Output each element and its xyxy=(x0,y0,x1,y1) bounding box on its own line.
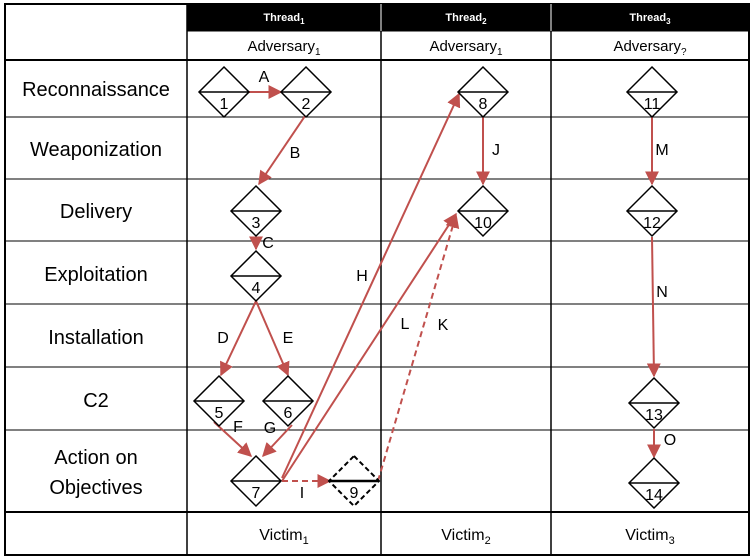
edge-label-f: F xyxy=(233,419,243,436)
thread-headers: Thread1 Thread2 Thread3 xyxy=(263,12,671,26)
phase-exploitation: Exploitation xyxy=(44,264,147,286)
edge-b xyxy=(258,115,306,186)
phase-weaponization: Weaponization xyxy=(30,139,162,161)
edge-label-l: L xyxy=(401,316,410,333)
edge-label-n: N xyxy=(656,284,668,301)
node-12: 12 xyxy=(625,184,679,238)
svg-text:6: 6 xyxy=(284,405,293,422)
svg-text:3: 3 xyxy=(252,215,261,232)
edge-label-o: O xyxy=(664,432,676,449)
phase-action-line1: Action on xyxy=(54,447,137,469)
svg-text:10: 10 xyxy=(474,215,492,232)
edge-label-a: A xyxy=(259,69,270,86)
edge-label-m: M xyxy=(655,142,668,159)
edge-label-d: D xyxy=(217,330,229,347)
victim-row: Victim1 Victim2 Victim3 xyxy=(259,527,674,547)
phase-action-line2: Objectives xyxy=(49,477,142,499)
table-grid xyxy=(4,3,750,556)
node-9: 9 xyxy=(327,454,381,508)
edges xyxy=(213,85,661,488)
edge-label-h: H xyxy=(356,268,368,285)
victim-1: Victim1 xyxy=(259,527,308,547)
edge-n xyxy=(646,236,661,378)
phase-installation: Installation xyxy=(48,327,144,349)
edge-label-j: J xyxy=(492,142,500,159)
svg-text:11: 11 xyxy=(644,96,661,113)
node-1: 1 xyxy=(197,65,251,119)
phase-delivery: Delivery xyxy=(60,201,132,223)
victim-3: Victim3 xyxy=(625,527,674,547)
thread-1-header: Thread1 xyxy=(263,12,305,26)
svg-text:2: 2 xyxy=(302,96,311,113)
adversary-row: Adversary1 Adversary1 Adversary? xyxy=(247,38,687,58)
edge-h xyxy=(281,92,461,479)
svg-text:5: 5 xyxy=(215,405,224,422)
edge-label-e: E xyxy=(283,330,294,347)
edge-labels: A B C D E F G H I J K L M N O xyxy=(217,69,676,502)
svg-text:7: 7 xyxy=(252,485,261,502)
adversary-1: Adversary1 xyxy=(247,38,321,58)
nodes: 1 2 3 4 5 6 7 xyxy=(192,65,681,510)
svg-text:13: 13 xyxy=(645,407,663,424)
edge-d xyxy=(220,300,257,377)
node-4: 4 xyxy=(229,249,283,303)
svg-text:1: 1 xyxy=(220,96,229,113)
node-2: 2 xyxy=(279,65,333,119)
edge-label-i: I xyxy=(300,485,304,502)
adversary-3: Adversary? xyxy=(613,38,687,58)
node-10: 10 xyxy=(456,184,510,238)
svg-text:14: 14 xyxy=(645,487,663,504)
adversary-2: Adversary1 xyxy=(429,38,503,58)
edge-l xyxy=(281,212,457,482)
thread-3-header: Thread3 xyxy=(629,12,671,26)
node-13: 13 xyxy=(627,376,681,430)
node-14: 14 xyxy=(627,456,681,510)
svg-text:9: 9 xyxy=(350,485,359,502)
node-8: 8 xyxy=(456,65,510,119)
node-5: 5 xyxy=(192,374,246,428)
edge-f xyxy=(213,421,253,457)
phase-c2: C2 xyxy=(83,390,109,412)
svg-text:8: 8 xyxy=(479,96,488,113)
thread-2-header: Thread2 xyxy=(445,12,487,26)
node-3: 3 xyxy=(229,184,283,238)
phase-labels: Reconnaissance Weaponization Delivery Ex… xyxy=(22,79,170,499)
edge-e xyxy=(255,300,290,377)
node-6: 6 xyxy=(261,374,315,428)
edge-label-c: C xyxy=(262,235,274,252)
phase-reconnaissance: Reconnaissance xyxy=(22,79,170,101)
edge-k xyxy=(377,213,460,482)
victim-2: Victim2 xyxy=(441,527,490,547)
svg-text:12: 12 xyxy=(643,215,661,232)
table-border xyxy=(4,3,750,556)
edge-g xyxy=(262,424,293,458)
edge-label-g: G xyxy=(264,420,276,437)
edge-label-b: B xyxy=(290,145,301,162)
svg-text:4: 4 xyxy=(252,280,261,297)
node-7: 7 xyxy=(229,454,283,508)
node-11: 11 xyxy=(625,65,679,119)
header-bar xyxy=(186,3,750,32)
edge-label-k: K xyxy=(438,317,449,334)
